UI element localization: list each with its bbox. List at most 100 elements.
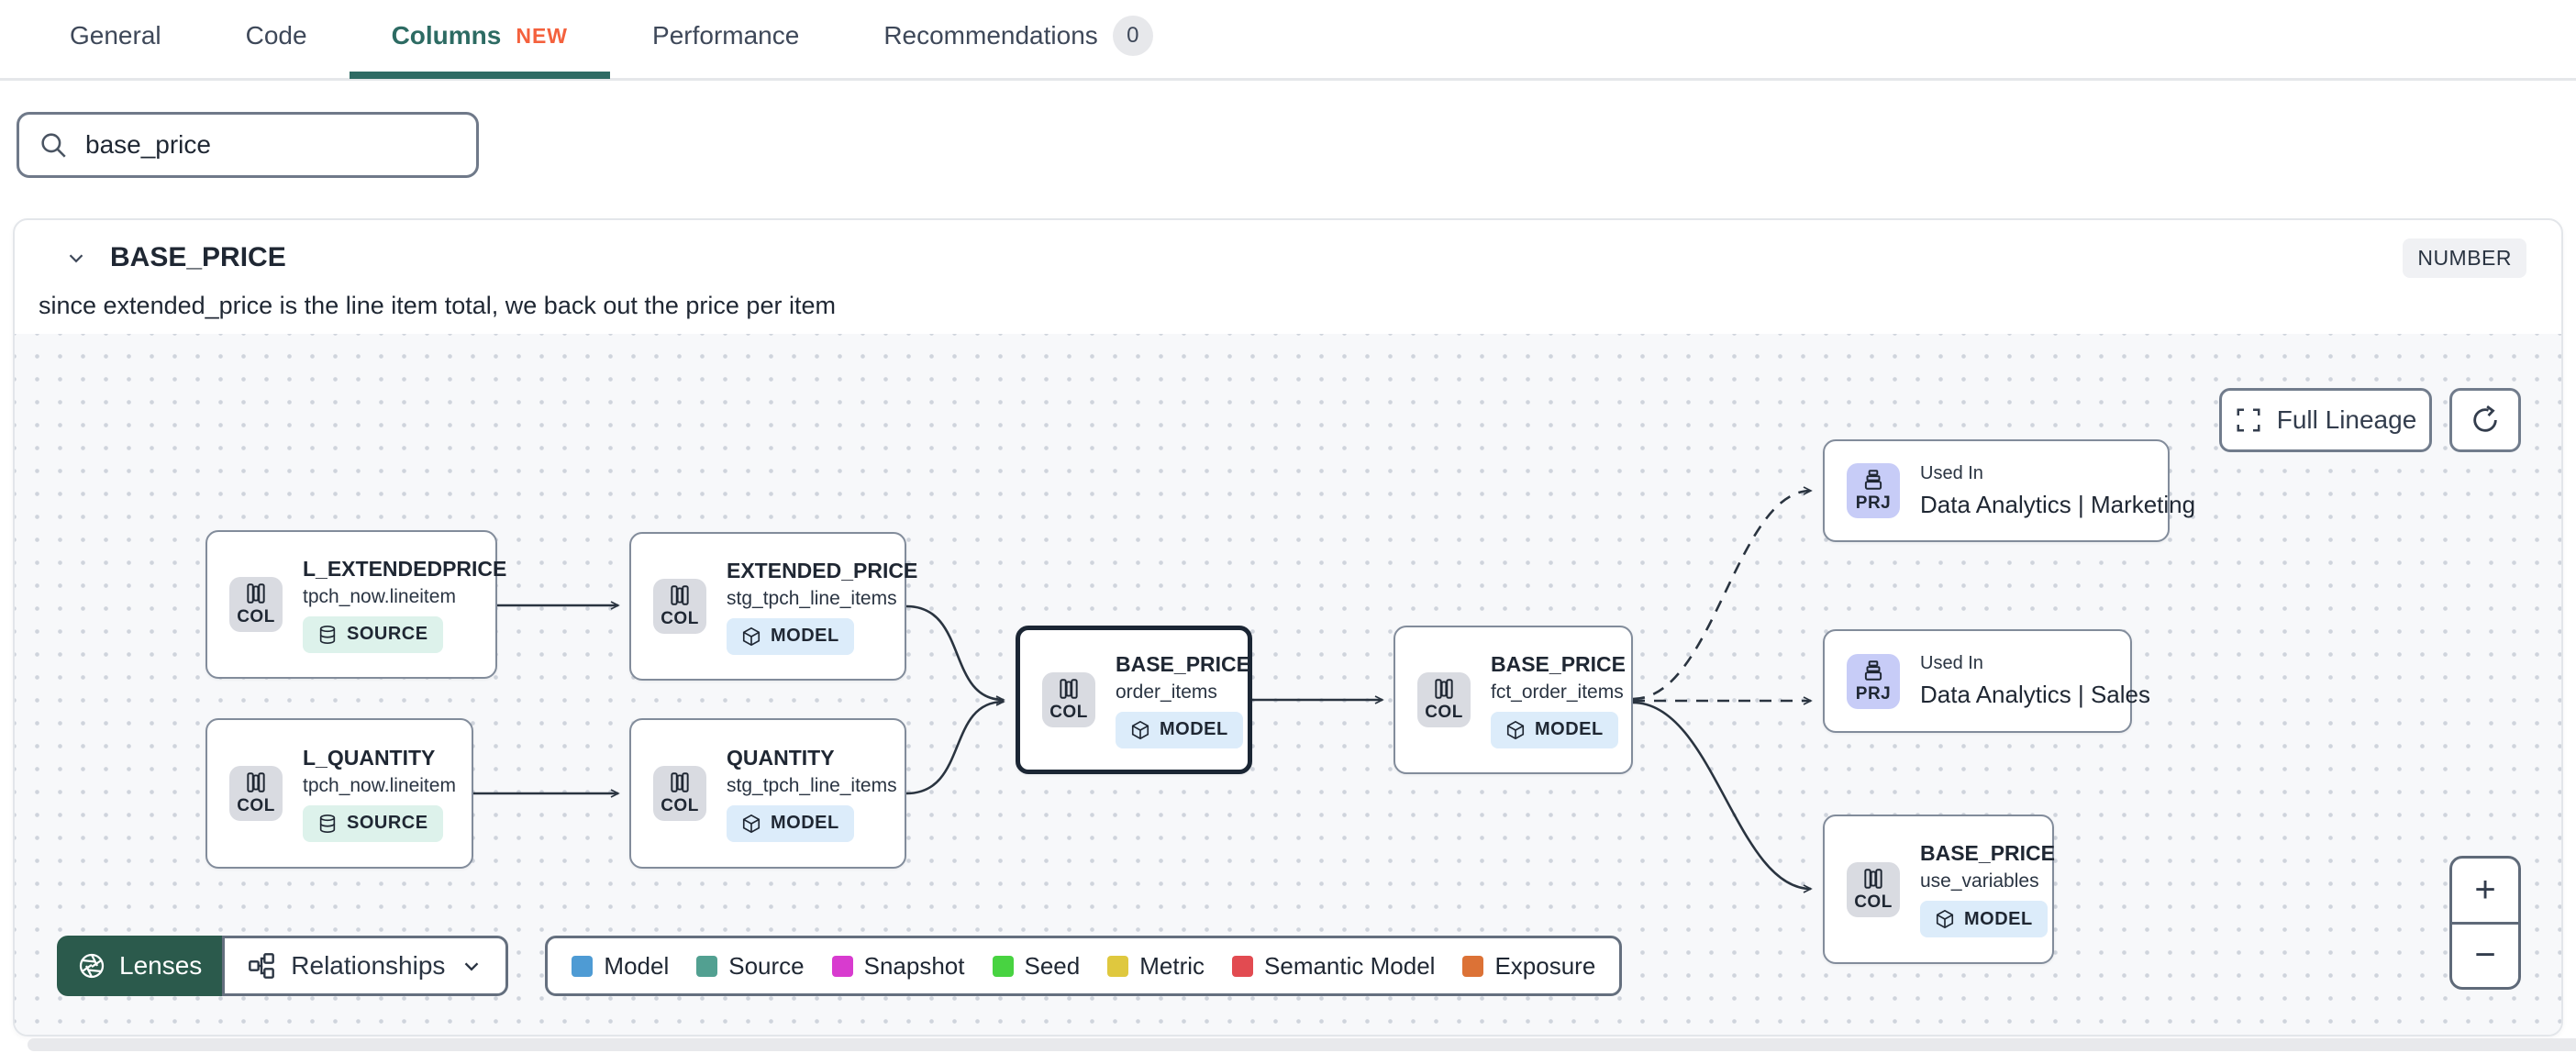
- node-title: EXTENDED_PRICE: [727, 558, 918, 582]
- full-lineage-button[interactable]: Full Lineage: [2219, 388, 2432, 452]
- node-subtitle: tpch_now.lineitem: [303, 585, 456, 607]
- legend-label: Seed: [1024, 951, 1081, 980]
- chevron-down-icon: [465, 962, 479, 971]
- columns-icon: [1435, 679, 1453, 699]
- node-title: BASE_PRICE: [1116, 651, 1250, 676]
- lenses-button[interactable]: Lenses: [57, 936, 223, 996]
- chip-label: COL: [1425, 703, 1463, 722]
- legend-item-seed: Seed: [992, 951, 1081, 981]
- badge-label: MODEL: [771, 813, 839, 833]
- lineage-node-base-price-order-items[interactable]: COL BASE_PRICE order_items MODEL: [1016, 626, 1252, 774]
- legend-swatch: [696, 955, 718, 977]
- project-stack-icon: [1864, 660, 1882, 681]
- badge-label: MODEL: [1160, 719, 1228, 739]
- legend-swatch: [992, 955, 1014, 977]
- columns-icon: [1864, 868, 1882, 889]
- relationships-icon: [249, 953, 275, 979]
- project-chip: PRJ: [1847, 653, 1900, 709]
- column-search: [17, 112, 479, 178]
- tab-performance[interactable]: Performance: [610, 0, 841, 79]
- legend-label: Metric: [1139, 951, 1205, 980]
- aperture-icon: [79, 953, 105, 979]
- column-name: BASE_PRICE: [110, 242, 286, 272]
- full-lineage-label: Full Lineage: [2276, 405, 2417, 434]
- relationships-dropdown[interactable]: Relationships: [222, 936, 509, 996]
- lineage-node-base-price-fct-order-items[interactable]: COL BASE_PRICE fct_order_items MODEL: [1393, 626, 1633, 774]
- node-title: Data Analytics | Marketing: [1920, 490, 2196, 518]
- tab-label: Code: [245, 21, 307, 50]
- node-subtitle: fct_order_items: [1491, 681, 1624, 703]
- legend-label: Snapshot: [863, 951, 965, 980]
- chip-label: COL: [1049, 703, 1088, 722]
- horizontal-scrollbar[interactable]: [28, 1038, 2576, 1051]
- refresh-button[interactable]: [2449, 388, 2521, 452]
- legend-item-snapshot: Snapshot: [831, 951, 965, 981]
- lineage-node-base-price-use-variables[interactable]: COL BASE_PRICE use_variables MODEL: [1823, 815, 2055, 964]
- chip-label: COL: [237, 607, 275, 626]
- lineage-node-used-in-sales[interactable]: PRJ Used In Data Analytics | Sales: [1823, 629, 2150, 733]
- cube-icon: [742, 626, 761, 646]
- tab-columns[interactable]: Columns NEW: [349, 0, 611, 79]
- legend-swatch: [1107, 955, 1129, 977]
- legend-item-metric: Metric: [1107, 952, 1205, 981]
- column-chip: COL: [653, 579, 706, 634]
- node-type-legend: Model Source Snapshot Seed: [545, 936, 1623, 996]
- node-title: QUANTITY: [727, 745, 835, 770]
- cube-icon: [1131, 720, 1149, 739]
- zoom-in-button[interactable]: +: [2474, 869, 2496, 910]
- legend-swatch: [1462, 955, 1484, 977]
- tab-recommendations[interactable]: Recommendations 0: [841, 0, 1194, 79]
- model-badge: MODEL: [1491, 711, 1618, 748]
- columns-icon: [671, 585, 689, 605]
- columns-icon: [671, 772, 689, 793]
- lineage-canvas[interactable]: COL L_EXTENDEDPRICE tpch_now.lineitem SO…: [15, 334, 2561, 1035]
- badge-label: SOURCE: [347, 624, 428, 644]
- tab-label: Columns: [391, 21, 502, 50]
- column-card: BASE_PRICE NUMBER since extended_price i…: [13, 218, 2563, 1036]
- badge-label: MODEL: [1964, 908, 2033, 929]
- search-input[interactable]: [85, 130, 458, 160]
- model-badge: MODEL: [1116, 711, 1243, 748]
- lineage-node-extended-price[interactable]: COL EXTENDED_PRICE stg_tpch_line_items M…: [629, 532, 918, 681]
- project-chip: PRJ: [1847, 463, 1900, 518]
- project-stack-icon: [1864, 470, 1882, 490]
- zoom-out-button[interactable]: −: [2452, 921, 2518, 988]
- new-badge: NEW: [516, 23, 569, 48]
- lineage-node-quantity[interactable]: COL QUANTITY stg_tpch_line_items MODEL: [629, 718, 906, 869]
- recommendations-count-badge: 0: [1112, 16, 1153, 56]
- legend-item-model: Model: [572, 952, 669, 981]
- lineage-node-l-extendedprice[interactable]: COL L_EXTENDEDPRICE tpch_now.lineitem SO…: [205, 530, 507, 679]
- relationships-label: Relationships: [291, 951, 446, 980]
- lineage-node-l-quantity[interactable]: COL L_QUANTITY tpch_now.lineitem SOURCE: [205, 718, 473, 869]
- collapse-toggle[interactable]: [64, 246, 88, 270]
- chevron-down-icon: [69, 254, 83, 263]
- legend-item-semantic-model: Semantic Model: [1232, 952, 1435, 981]
- legend-label: Exposure: [1494, 951, 1596, 980]
- model-badge: MODEL: [727, 617, 854, 655]
- node-subtitle: tpch_now.lineitem: [303, 774, 456, 796]
- tab-code[interactable]: Code: [204, 0, 350, 79]
- badge-label: MODEL: [771, 626, 839, 646]
- column-chip: COL: [229, 766, 283, 821]
- columns-icon: [247, 772, 265, 793]
- database-icon: [319, 814, 336, 833]
- column-chip: COL: [1847, 861, 1900, 917]
- expand-icon: [2237, 408, 2260, 432]
- lineage-toolbar: Lenses Relationships Model: [57, 936, 1623, 996]
- chip-label: COL: [661, 609, 699, 628]
- tab-general[interactable]: General: [28, 0, 204, 79]
- legend-label: Source: [728, 951, 805, 980]
- node-title: BASE_PRICE: [1491, 651, 1626, 676]
- lineage-node-used-in-marketing[interactable]: PRJ Used In Data Analytics | Marketing: [1823, 439, 2196, 542]
- column-chip: COL: [1042, 672, 1095, 727]
- node-title: Data Analytics | Sales: [1920, 681, 2150, 708]
- tab-label: Recommendations: [883, 21, 1098, 50]
- badge-label: MODEL: [1535, 719, 1604, 739]
- node-title: L_EXTENDEDPRICE: [303, 556, 507, 581]
- legend-label: Model: [604, 951, 670, 980]
- node-subtitle: use_variables: [1920, 870, 2039, 892]
- node-title: BASE_PRICE: [1920, 841, 2055, 865]
- source-badge: SOURCE: [303, 615, 443, 653]
- used-in-label: Used In: [1920, 653, 1983, 673]
- cube-icon: [742, 814, 761, 833]
